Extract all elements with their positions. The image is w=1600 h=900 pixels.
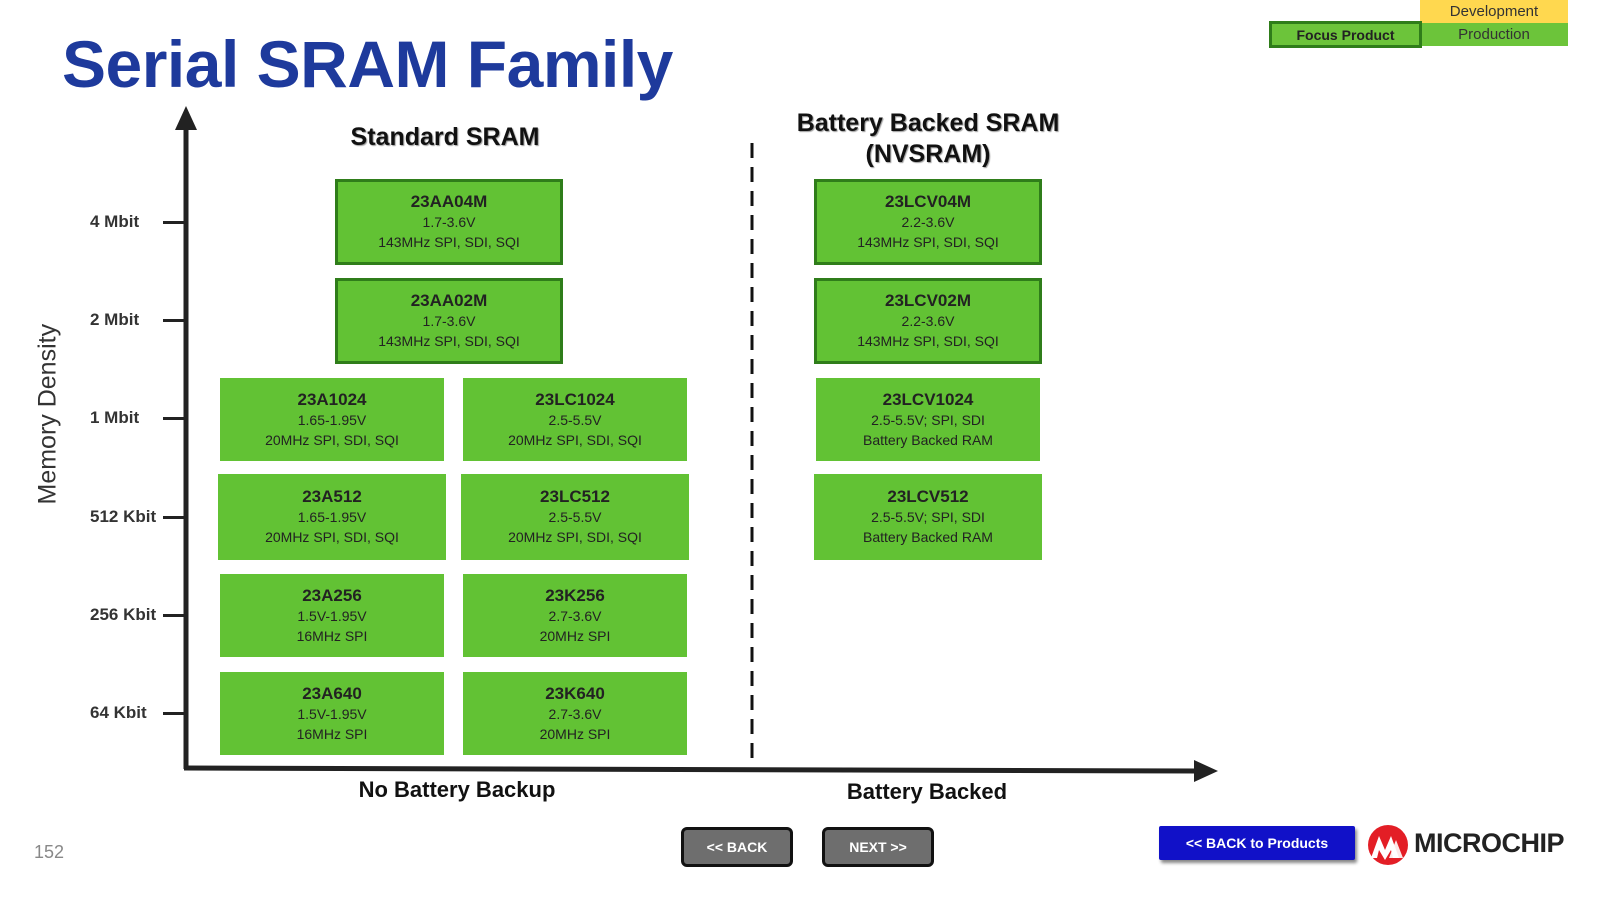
tick-mark bbox=[163, 319, 185, 322]
product-name: 23A256 bbox=[302, 585, 362, 605]
product-name: 23AA02M bbox=[410, 291, 488, 310]
product-voltage: 2.5-5.5V; SPI, SDI bbox=[871, 411, 985, 428]
tick-label-2mbit: 2 Mbit bbox=[90, 310, 140, 329]
legend-development: Development bbox=[1420, 0, 1568, 23]
tick-label-512kbit: 512 Kbit bbox=[90, 507, 157, 526]
tick-label-4mbit: 4 Mbit bbox=[90, 212, 140, 231]
product-name: 23A1024 bbox=[297, 389, 367, 409]
back-to-products-button[interactable]: << BACK to Products bbox=[1159, 826, 1355, 860]
page-number: 152 bbox=[34, 842, 65, 862]
product-name: 23A640 bbox=[302, 683, 362, 703]
product-interface: 143MHz SPI, SDI, SQI bbox=[378, 234, 520, 250]
product-name: 23AA04M bbox=[410, 192, 488, 211]
product-interface: 143MHz SPI, SDI, SQI bbox=[857, 333, 999, 349]
product-23lcv04m[interactable]: 23LCV04M 2.2-3.6V 143MHz SPI, SDI, SQI bbox=[814, 179, 1042, 265]
product-voltage: 1.5V-1.95V bbox=[297, 705, 367, 722]
section-title-standard: Standard SRAM bbox=[350, 123, 540, 151]
section-title-battery-sub: (NVSRAM) bbox=[865, 140, 991, 168]
x-axis-arrow bbox=[1194, 760, 1218, 782]
tick-mark bbox=[163, 516, 185, 519]
product-interface: 16MHz SPI bbox=[296, 627, 368, 644]
x-label-no-battery: No Battery Backup bbox=[358, 777, 556, 802]
product-interface: Battery Backed RAM bbox=[863, 431, 993, 448]
back-button[interactable]: << BACK bbox=[681, 827, 793, 867]
product-name: 23LCV02M bbox=[885, 291, 971, 310]
y-axis-arrow bbox=[175, 106, 197, 130]
product-interface: 143MHz SPI, SDI, SQI bbox=[378, 333, 520, 349]
product-23a256[interactable]: 23A256 1.5V-1.95V 16MHz SPI bbox=[220, 574, 444, 657]
x-axis-line bbox=[183, 765, 1199, 774]
product-name: 23LC512 bbox=[540, 487, 610, 506]
next-button[interactable]: NEXT >> bbox=[822, 827, 934, 867]
product-23aa04m[interactable]: 23AA04M 1.7-3.6V 143MHz SPI, SDI, SQI bbox=[335, 179, 563, 265]
x-label-battery-backed: Battery Backed bbox=[846, 779, 1008, 804]
product-voltage: 2.2-3.6V bbox=[901, 214, 955, 230]
product-name: 23LCV04M bbox=[885, 192, 971, 211]
product-voltage: 2.7-3.6V bbox=[548, 607, 602, 624]
product-name: 23A512 bbox=[302, 487, 362, 506]
product-interface: 20MHz SPI, SDI, SQI bbox=[508, 529, 642, 545]
product-name: 23LC1024 bbox=[535, 389, 615, 409]
product-voltage: 2.7-3.6V bbox=[548, 705, 602, 722]
product-23lcv1024[interactable]: 23LCV1024 2.5-5.5V; SPI, SDI Battery Bac… bbox=[816, 378, 1040, 461]
product-voltage: 2.5-5.5V bbox=[548, 411, 602, 428]
product-interface: 20MHz SPI bbox=[539, 627, 611, 644]
product-name: 23LCV512 bbox=[887, 487, 969, 506]
product-23k256[interactable]: 23K256 2.7-3.6V 20MHz SPI bbox=[463, 574, 687, 657]
y-axis-label: Memory Density bbox=[33, 323, 62, 505]
tick-mark bbox=[163, 221, 185, 224]
product-voltage: 1.65-1.95V bbox=[297, 509, 367, 525]
product-interface: 16MHz SPI bbox=[296, 725, 368, 742]
product-voltage: 1.65-1.95V bbox=[297, 411, 367, 428]
tick-mark bbox=[163, 417, 185, 420]
microchip-logo-icon bbox=[1368, 825, 1408, 865]
product-name: 23K640 bbox=[545, 683, 605, 703]
product-interface: 20MHz SPI, SDI, SQI bbox=[265, 431, 399, 448]
product-voltage: 2.5-5.5V bbox=[548, 509, 602, 525]
product-interface: 20MHz SPI, SDI, SQI bbox=[265, 529, 399, 545]
tick-label-256kbit: 256 Kbit bbox=[90, 605, 157, 624]
brand-name: MICROCHIP bbox=[1414, 828, 1565, 858]
product-23a512[interactable]: 23A512 1.65-1.95V 20MHz SPI, SDI, SQI bbox=[218, 474, 446, 560]
product-name: 23K256 bbox=[545, 585, 605, 605]
product-23lcv512[interactable]: 23LCV512 2.5-5.5V; SPI, SDI Battery Back… bbox=[814, 474, 1042, 560]
tick-label-64kbit: 64 Kbit bbox=[90, 703, 147, 722]
product-23lcv02m[interactable]: 23LCV02M 2.2-3.6V 143MHz SPI, SDI, SQI bbox=[814, 278, 1042, 364]
legend-production: Production bbox=[1420, 23, 1568, 46]
product-interface: Battery Backed RAM bbox=[863, 529, 993, 545]
product-voltage: 1.7-3.6V bbox=[422, 214, 476, 230]
product-voltage: 2.2-3.6V bbox=[901, 313, 955, 329]
product-interface: 20MHz SPI, SDI, SQI bbox=[508, 431, 642, 448]
tick-label-1mbit: 1 Mbit bbox=[90, 408, 140, 427]
product-voltage: 1.7-3.6V bbox=[422, 313, 476, 329]
product-interface: 20MHz SPI bbox=[539, 725, 611, 742]
product-voltage: 1.5V-1.95V bbox=[297, 607, 367, 624]
section-title-battery: Battery Backed SRAM bbox=[796, 109, 1060, 137]
tick-mark bbox=[163, 712, 185, 715]
product-23aa02m[interactable]: 23AA02M 1.7-3.6V 143MHz SPI, SDI, SQI bbox=[335, 278, 563, 364]
product-name: 23LCV1024 bbox=[882, 389, 974, 409]
page-title: Serial SRAM Family bbox=[62, 27, 673, 101]
product-23lc512[interactable]: 23LC512 2.5-5.5V 20MHz SPI, SDI, SQI bbox=[461, 474, 689, 560]
product-23k640[interactable]: 23K640 2.7-3.6V 20MHz SPI bbox=[463, 672, 687, 755]
product-interface: 143MHz SPI, SDI, SQI bbox=[857, 234, 999, 250]
product-23a1024[interactable]: 23A1024 1.65-1.95V 20MHz SPI, SDI, SQI bbox=[220, 378, 444, 461]
product-23a640[interactable]: 23A640 1.5V-1.95V 16MHz SPI bbox=[220, 672, 444, 755]
legend-focus-product: Focus Product bbox=[1269, 21, 1422, 48]
product-23lc1024[interactable]: 23LC1024 2.5-5.5V 20MHz SPI, SDI, SQI bbox=[463, 378, 687, 461]
product-voltage: 2.5-5.5V; SPI, SDI bbox=[871, 509, 985, 525]
tick-mark bbox=[163, 614, 185, 617]
